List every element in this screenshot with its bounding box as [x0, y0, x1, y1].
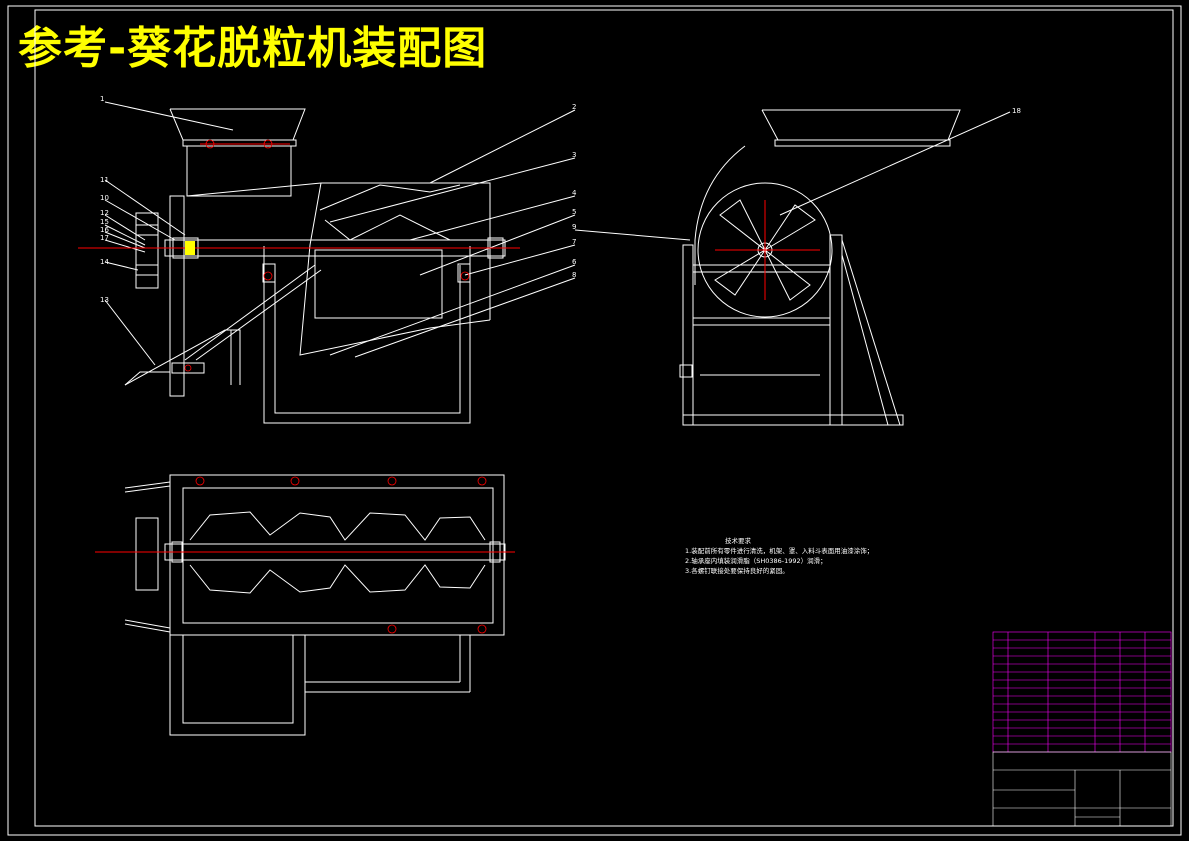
part-label: 2 [572, 103, 576, 111]
outer-border [7, 5, 1182, 836]
threshing-drum [314, 249, 443, 319]
part-label: 11 [100, 176, 109, 184]
pulley [135, 212, 159, 289]
part-label: 17 [100, 234, 109, 242]
technical-requirements: 技术要求 1.装配前所有零件进行清洗，机架、罩、入料斗表面用油漆涂饰； 2.轴承… [685, 536, 873, 576]
tech-line: 2.轴承座内填装润滑脂（SH0386-1992）润滑； [685, 557, 827, 565]
drum-circle [697, 182, 833, 318]
part-label: 12 [100, 209, 109, 217]
top-view [124, 474, 506, 736]
part-label: 15 [100, 218, 109, 226]
tech-heading: 技术要求 [725, 537, 751, 545]
part-label: 3 [572, 151, 576, 159]
part-labels: 1 2 3 4 5 6 7 8 9 10 11 12 13 14 15 16 1… [100, 95, 1021, 304]
part-label: 6 [572, 258, 577, 266]
tech-line: 1.装配前所有零件进行清洗，机架、罩、入料斗表面用油漆涂饰； [685, 547, 874, 555]
leader-lines [104, 101, 1011, 366]
tech-line: 3.各螺钉联接处要保持良好的紧固。 [685, 567, 789, 575]
drawing-title: 参考-葵花脱粒机装配图 [18, 23, 488, 74]
inner-border [34, 9, 1174, 827]
side-view [679, 109, 961, 426]
parts-table [992, 631, 1172, 753]
frame [263, 246, 471, 424]
part-label: 8 [572, 271, 576, 279]
hopper [169, 108, 306, 141]
side-hopper [761, 109, 961, 141]
part-label: 18 [1012, 107, 1021, 115]
part-label: 14 [100, 258, 109, 266]
part-label: 9 [572, 223, 576, 231]
part-label: 7 [572, 238, 576, 246]
part-label: 10 [100, 194, 109, 202]
part-label: 4 [572, 189, 577, 197]
title-block [992, 751, 1172, 827]
part-label: 1 [100, 95, 104, 103]
part-label: 16 [100, 226, 109, 234]
part-label: 5 [572, 208, 576, 216]
front-view [124, 108, 506, 424]
part-label: 13 [100, 296, 109, 304]
